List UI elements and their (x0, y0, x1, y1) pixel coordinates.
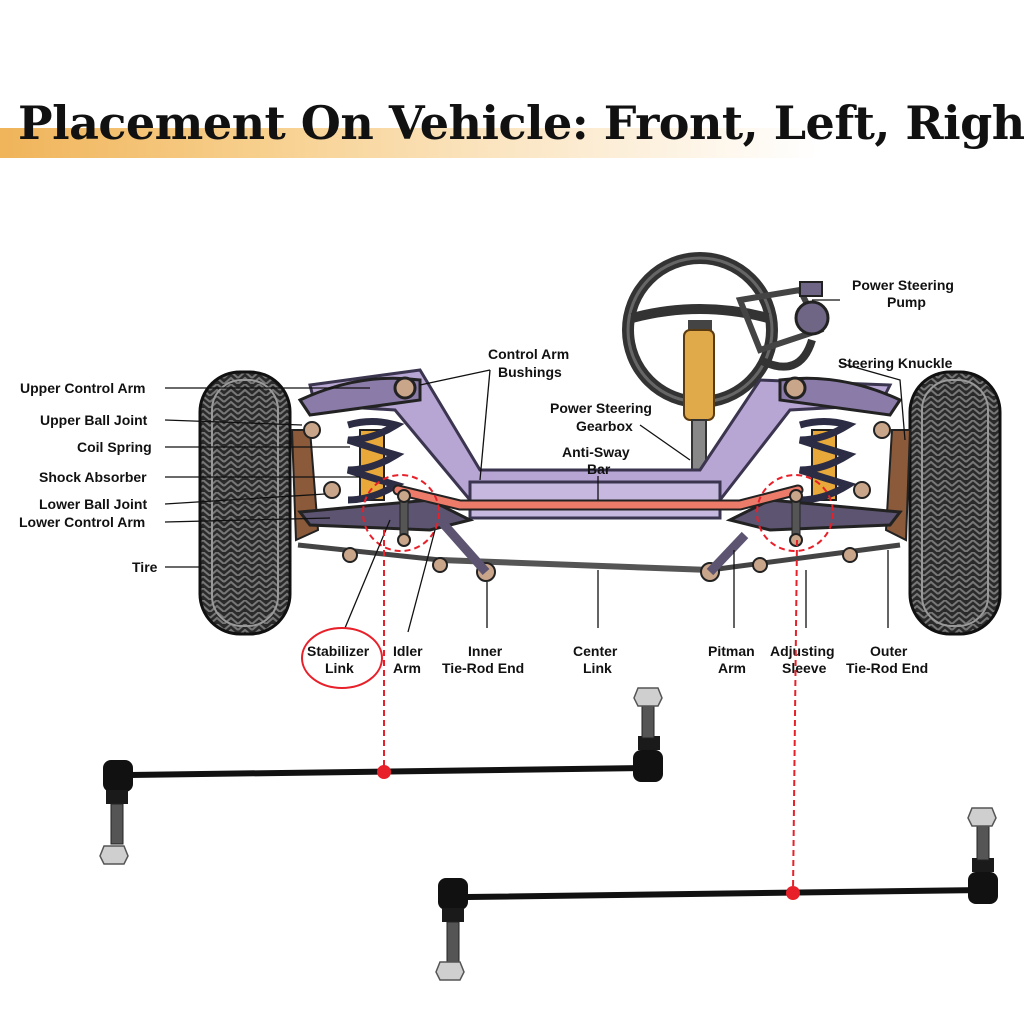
page-title: Placement On Vehicle: Front, Left, Right (18, 96, 1024, 150)
label-inner-tie-rod-end-1: Inner (468, 643, 503, 659)
label-anti-sway-bar-1: Anti-Sway (562, 444, 630, 460)
left-lower-ball-joint (323, 481, 341, 499)
right-stabilizer-link-diagram (789, 489, 803, 547)
label-stabilizer-link-2: Link (325, 660, 354, 676)
label-power-steering-pump-1: Power Steering (852, 277, 954, 293)
label-pitman-arm-1: Pitman (708, 643, 755, 659)
left-upper-ball-joint (303, 421, 321, 439)
steering-linkage (297, 517, 901, 582)
right-upper-ball-joint (873, 421, 891, 439)
label-pitman-arm-2: Arm (718, 660, 746, 676)
left-highlight-circle (362, 474, 440, 552)
label-outer-tie-rod-end-1: Outer (870, 643, 908, 659)
label-control-arm-bushings-2: Bushings (498, 364, 562, 380)
label-idler-arm-2: Arm (393, 660, 421, 676)
label-center-link-2: Link (583, 660, 612, 676)
right-lower-ball-joint (853, 481, 871, 499)
label-outer-tie-rod-end-2: Tie-Rod End (846, 660, 928, 676)
label-adjusting-sleeve-1: Adjusting (770, 643, 835, 659)
label-power-steering-pump-2: Pump (887, 294, 926, 310)
label-power-steering-gearbox-1: Power Steering (550, 400, 652, 416)
stabilizer-link-product-2 (435, 807, 998, 981)
leader-lines (164, 299, 906, 633)
title-highlight-band (0, 128, 1024, 158)
label-shock-absorber: Shock Absorber (39, 469, 147, 485)
label-idler-arm-1: Idler (393, 643, 423, 659)
label-lower-control-arm: Lower Control Arm (19, 514, 145, 530)
stabilizer-link-product-1 (99, 687, 663, 865)
label-upper-ball-joint: Upper Ball Joint (40, 412, 148, 428)
label-tire: Tire (132, 559, 158, 575)
left-stabilizer-link-diagram (397, 489, 411, 547)
label-anti-sway-bar-2: Bar (587, 461, 611, 477)
label-power-steering-gearbox-2: Gearbox (576, 418, 633, 434)
label-lower-ball-joint: Lower Ball Joint (39, 496, 147, 512)
left-coil-spring (346, 418, 405, 504)
left-tire (198, 370, 292, 636)
steering-column (683, 329, 715, 421)
power-steering-pump (735, 281, 830, 354)
right-tire (908, 370, 1002, 636)
right-connector-line (792, 539, 798, 893)
label-upper-control-arm: Upper Control Arm (20, 380, 145, 396)
right-control-arm-bushing (783, 376, 807, 400)
left-control-arm-bushing (393, 376, 417, 400)
label-steering-knuckle: Steering Knuckle (838, 355, 953, 371)
label-stabilizer-link-1: Stabilizer (307, 643, 370, 659)
stabilizer-label-circle (301, 627, 383, 689)
label-coil-spring: Coil Spring (77, 439, 152, 455)
right-highlight-circle (756, 474, 834, 552)
steering-belt (758, 338, 816, 371)
label-adjusting-sleeve-2: Sleeve (782, 660, 827, 676)
label-control-arm-bushings-1: Control Arm (488, 346, 569, 362)
label-inner-tie-rod-end-2: Tie-Rod End (442, 660, 524, 676)
anti-sway-bar (394, 486, 802, 509)
label-center-link-1: Center (573, 643, 618, 659)
left-upper-control-arm (297, 376, 422, 417)
